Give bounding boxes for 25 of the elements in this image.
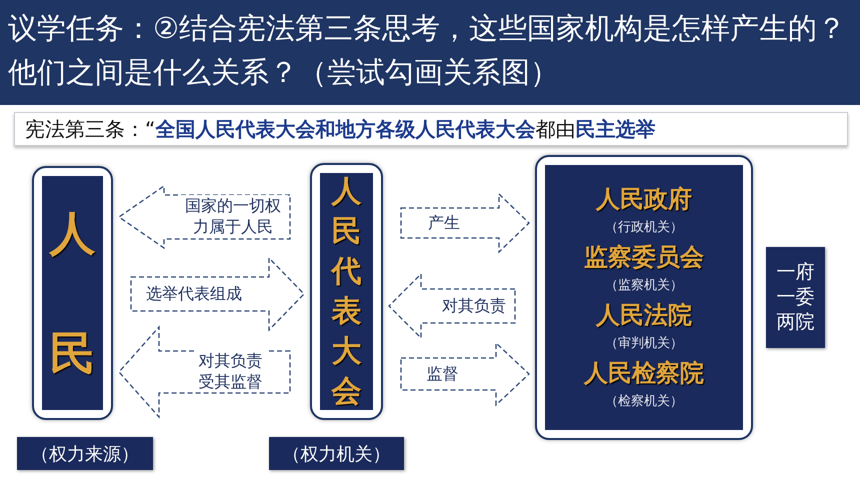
organ-role: （监察机关） — [605, 276, 683, 294]
caption-band: （权力机关） — [269, 437, 404, 470]
block-arrow — [400, 342, 530, 406]
quote-text: 宪法第三条：“全国人民代表大会和地方各级人民代表大会都由民主选举 — [14, 112, 848, 146]
arrow-label: 对其负责受其监督 — [196, 350, 266, 392]
organ-panel — [535, 155, 753, 440]
organ-name: 监察委员会 — [584, 242, 704, 272]
organ-role: （审判机关） — [605, 334, 683, 352]
organ-name: 人民政府 — [596, 184, 692, 214]
organ-role: （检察机关） — [605, 392, 683, 410]
pillar-box — [32, 166, 113, 420]
block-arrow — [118, 184, 291, 250]
organ-name: 人民检察院 — [584, 358, 704, 388]
summary-tag: 一府一委两院 — [766, 247, 825, 348]
arrow-label: 国家的一切权力属于人民 — [178, 195, 288, 237]
organ-role: （行政机关） — [605, 218, 683, 236]
block-arrow — [130, 256, 305, 332]
pillar-label: 人民代表大会 — [332, 172, 362, 410]
block-arrow — [400, 192, 530, 254]
block-arrow — [388, 272, 516, 340]
pillar-box — [310, 163, 383, 420]
caption-band: （权力来源） — [17, 437, 153, 470]
pillar-label: 人民 — [50, 205, 96, 382]
title-banner: 议学任务：②结合宪法第三条思考，这些国家机构是怎样产生的？他们之间是什么关系？（尝试勾画关系图） — [0, 0, 860, 105]
organ-name: 人民法院 — [596, 300, 692, 330]
